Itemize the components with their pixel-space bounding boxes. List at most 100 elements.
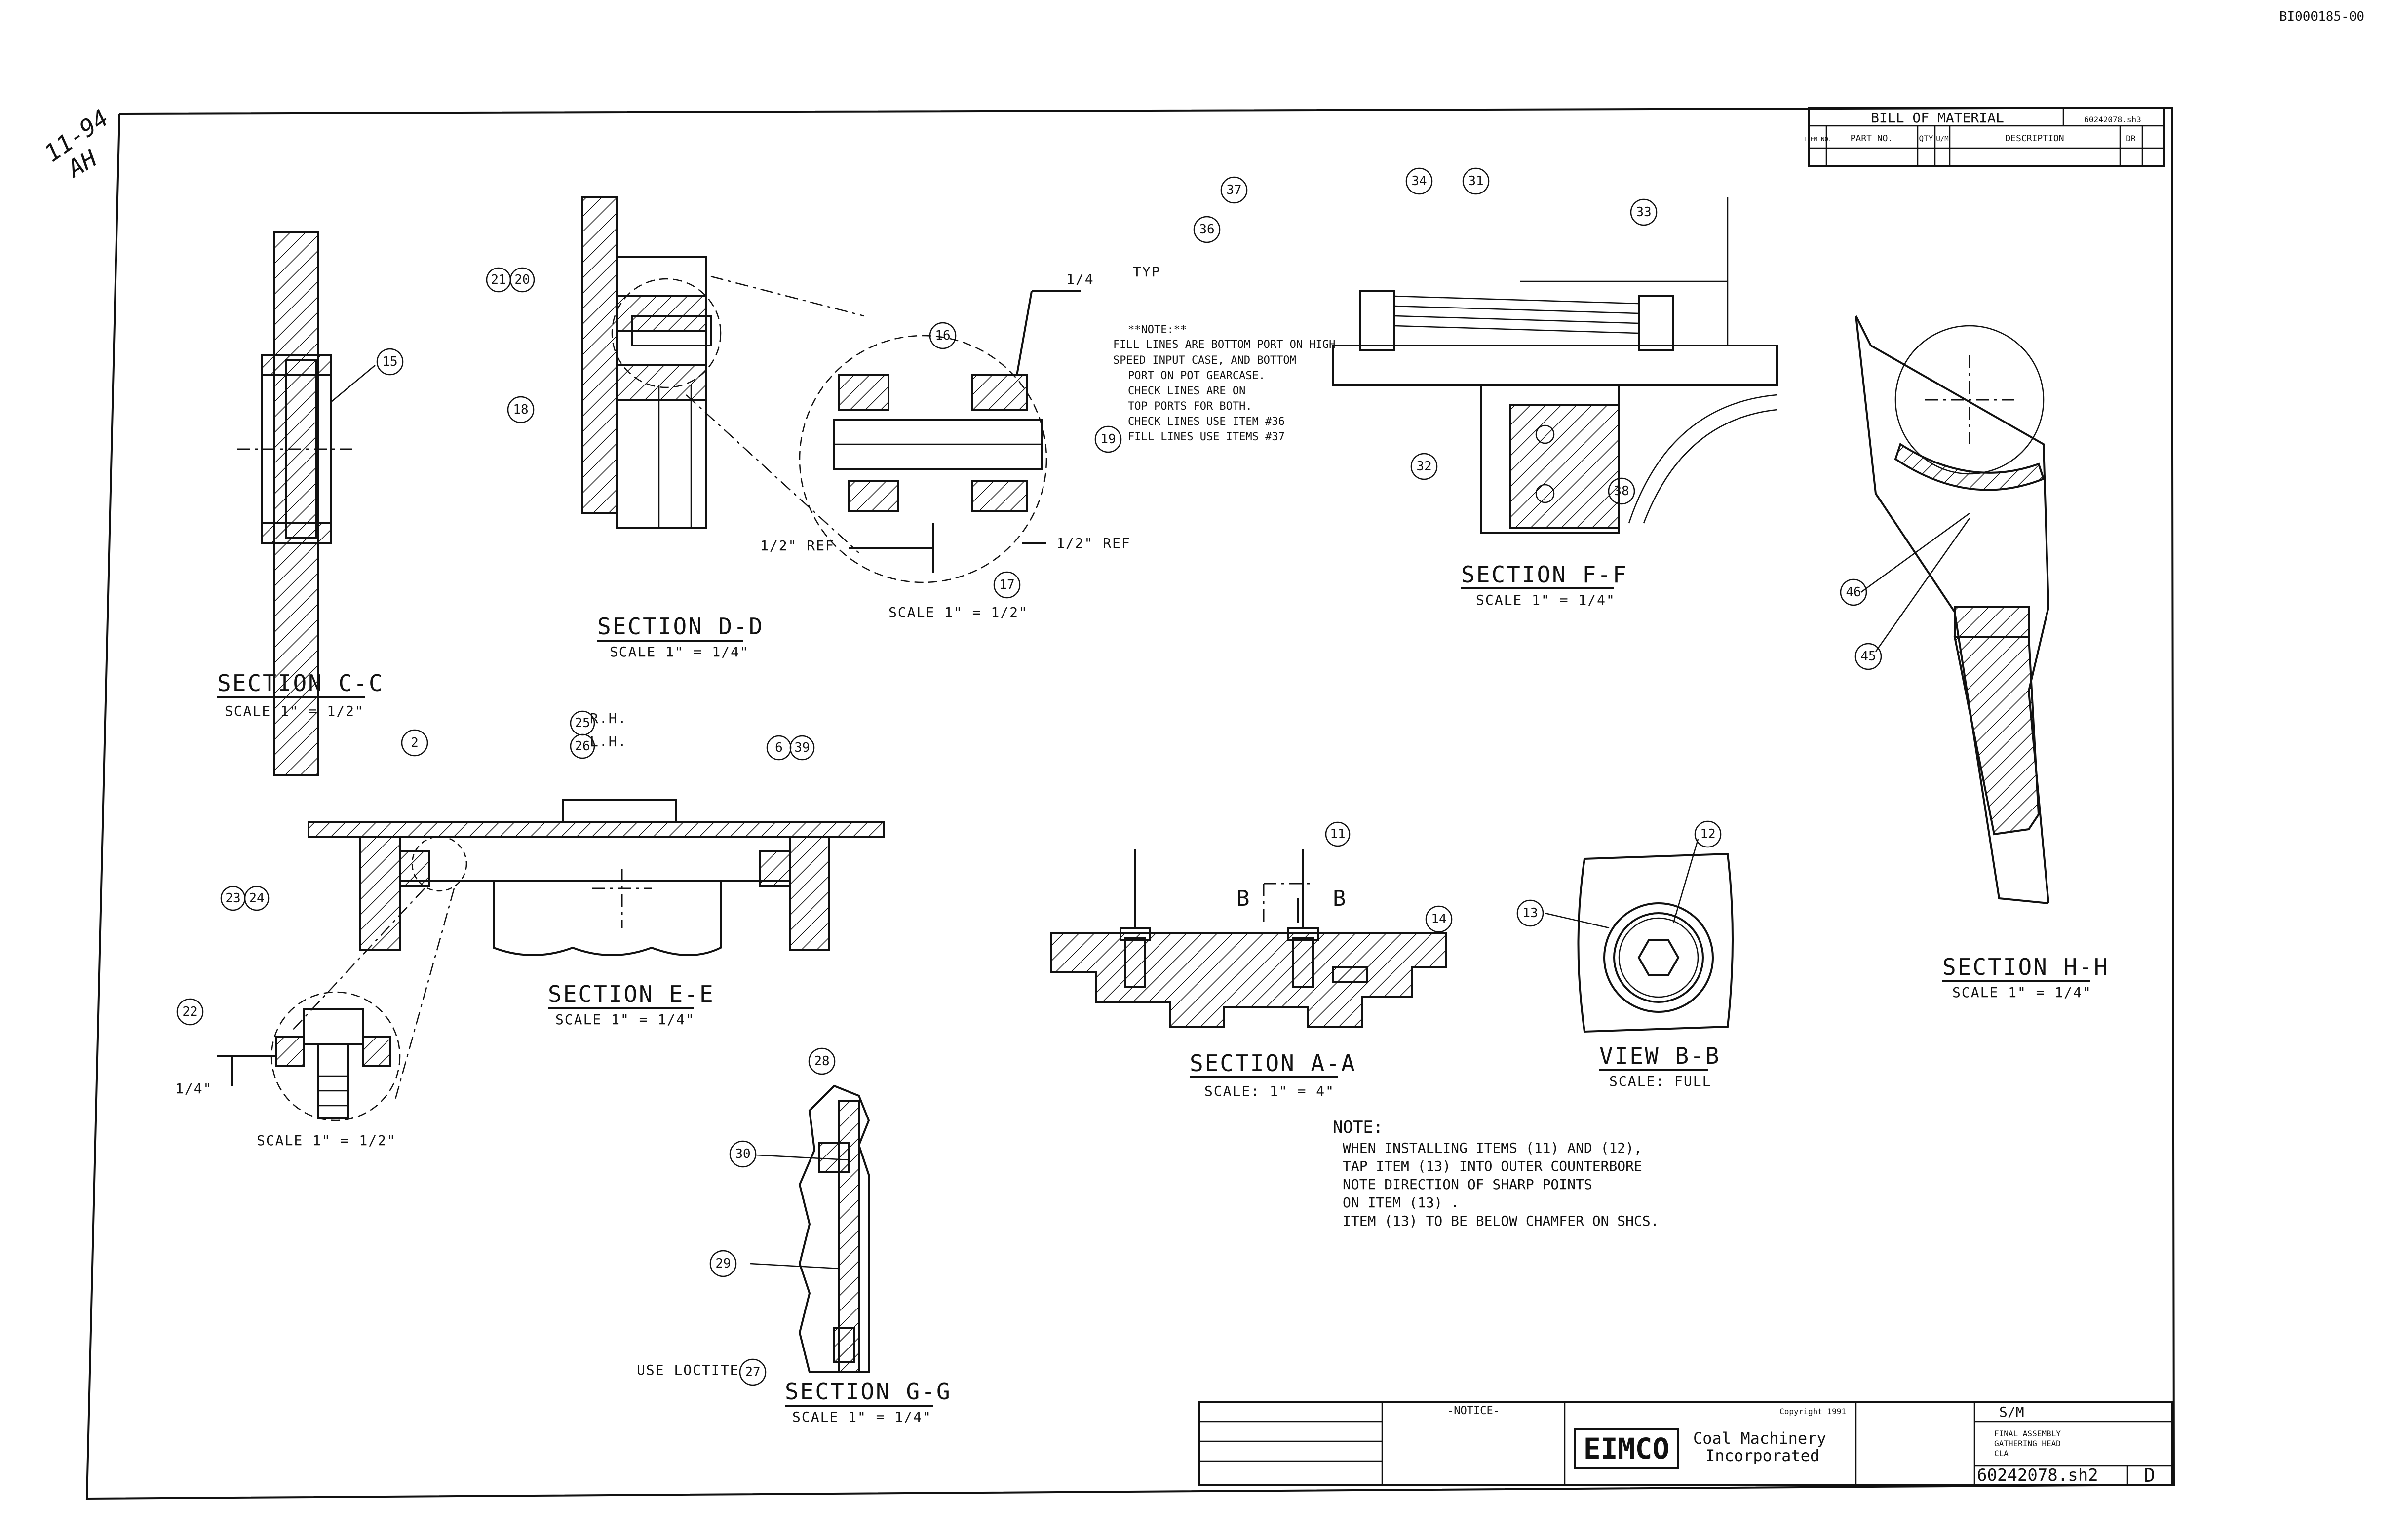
callout-number: 29 <box>715 1256 731 1271</box>
callout-number: 18 <box>513 402 528 417</box>
drawing-border <box>85 106 2175 1500</box>
fill-note-line: **NOTE:** <box>1128 324 1187 336</box>
drawing-number: 60242078.sh2 <box>1977 1465 2098 1485</box>
bom-title: BILL OF MATERIAL <box>1871 110 2004 126</box>
callout-number: 28 <box>814 1054 829 1069</box>
callout-number: 19 <box>1100 432 1116 447</box>
bom-header-um: U/M <box>1936 135 1948 143</box>
callout-number: 2 <box>411 735 419 750</box>
callout-number: 12 <box>1700 827 1715 842</box>
section-g-g-title: SECTION G-G <box>785 1378 952 1405</box>
section-g-g-scale: SCALE 1" = 1/4" <box>792 1409 932 1425</box>
section-g-g <box>750 1084 870 1373</box>
section-c-c <box>237 231 376 776</box>
section-h-h-scale: SCALE 1" = 1/4" <box>1952 984 2092 1001</box>
notice-heading: -NOTICE- <box>1447 1405 1500 1417</box>
callout-number: 33 <box>1636 205 1651 220</box>
detail-e-e-scale: SCALE 1" = 1/2" <box>257 1132 396 1149</box>
section-c-c-scale: SCALE 1" = 1/2" <box>225 703 364 719</box>
view-b-b-title: VIEW B-B <box>1599 1042 1721 1069</box>
section-f-f <box>1332 197 1778 534</box>
section-d-d-scale: SCALE 1" = 1/4" <box>610 644 749 660</box>
callout-number: 15 <box>382 354 397 369</box>
note-line: WHEN INSTALLING ITEMS (11) AND (12), <box>1343 1140 1642 1156</box>
fill-note-line: FILL LINES USE ITEMS #37 <box>1128 431 1285 443</box>
section-a-a-title: SECTION A-A <box>1190 1050 1356 1077</box>
weld-typ: TYP <box>1133 264 1161 280</box>
callout-number: 24 <box>249 891 264 906</box>
section-d-d-title: SECTION D-D <box>597 613 764 640</box>
view-b-marker-right: B <box>1333 886 1346 911</box>
bill-of-material: BILL OF MATERIAL 60242078.sh3 ITEM NO. P… <box>1803 107 2165 167</box>
callout-number: 11 <box>1330 827 1345 842</box>
section-e-e-rh: R.H. <box>590 710 627 727</box>
bom-header-dr: DR <box>2126 134 2136 143</box>
fill-lines-note: **NOTE:** FILL LINES ARE BOTTOM PORT ON … <box>1113 324 1335 443</box>
sheet-size: S/M <box>1999 1404 2024 1420</box>
detail-d-d-ref-left: 1/2" REF <box>760 538 835 554</box>
note-line: NOTE DIRECTION OF SHARP POINTS <box>1343 1176 1592 1193</box>
section-d-d <box>581 196 864 553</box>
callout-number: 25 <box>575 716 590 731</box>
callout-number: 21 <box>491 272 506 287</box>
callout-number: 13 <box>1522 906 1538 921</box>
detail-d-d-scale: SCALE 1" = 1/2" <box>888 604 1028 620</box>
callout-number: 36 <box>1199 222 1214 237</box>
bom-dwg-no: 60242078.sh3 <box>2084 115 2141 124</box>
note-line: ON ITEM (13) . <box>1343 1194 1459 1211</box>
callout-number: 37 <box>1226 183 1241 197</box>
callout-number: 34 <box>1411 174 1427 189</box>
section-a-a <box>1050 849 1447 1028</box>
callout-balloons: 15 21 20 18 16 19 17 37 36 34 31 33 32 3… <box>176 167 1882 1386</box>
bom-header-description: DESCRIPTION <box>2005 133 2064 144</box>
fill-note-line: FILL LINES ARE BOTTOM PORT ON HIGH <box>1113 339 1335 351</box>
fill-note-line: CHECK LINES USE ITEM #36 <box>1128 416 1285 428</box>
callout-number: 16 <box>935 328 950 343</box>
section-e-e <box>291 799 885 1101</box>
callout-number: 6 <box>775 740 783 755</box>
callout-number: 22 <box>182 1004 197 1019</box>
callout-number: 26 <box>575 739 590 754</box>
callout-number: 20 <box>514 272 530 287</box>
callout-number: 32 <box>1416 459 1431 474</box>
bom-header-item: ITEM NO. <box>1803 136 1832 143</box>
detail-d-d-ref-right: 1/2" REF <box>1056 535 1131 551</box>
callout-number: 30 <box>735 1147 750 1161</box>
note-line: NOTE: <box>1333 1117 1383 1137</box>
callout-number: 39 <box>794 740 810 755</box>
copyright: Copyright 1991 <box>1779 1407 1846 1416</box>
callout-number: 45 <box>1860 649 1876 664</box>
detail-e-e <box>217 991 401 1121</box>
fill-note-line: TOP PORTS FOR BOTH. <box>1128 400 1252 413</box>
section-h-h <box>1855 315 2050 904</box>
note-line: TAP ITEM (13) INTO OUTER COUNTERBORE <box>1343 1158 1642 1174</box>
section-e-e-title: SECTION E-E <box>548 981 715 1007</box>
note-line: ITEM (13) TO BE BELOW CHAMFER ON SHCS. <box>1343 1213 1659 1229</box>
fill-note-line: PORT ON POT GEARCASE. <box>1128 370 1265 382</box>
section-h-h-title: SECTION H-H <box>1942 954 2109 980</box>
section-f-f-title: SECTION F-F <box>1461 561 1628 588</box>
callout-number: 23 <box>225 891 240 906</box>
drawing-title-line3: CLA <box>1994 1449 2009 1458</box>
weld-size: 1/4 <box>1066 271 1094 287</box>
company-name-line2: Incorporated <box>1705 1446 1819 1465</box>
callout-number: 14 <box>1431 912 1446 926</box>
section-f-f-scale: SCALE 1" = 1/4" <box>1476 592 1616 608</box>
section-a-a-scale: SCALE: 1" = 4" <box>1204 1083 1335 1099</box>
fill-note-line: SPEED INPUT CASE, AND BOTTOM <box>1113 354 1296 367</box>
installation-note: NOTE: WHEN INSTALLING ITEMS (11) AND (12… <box>1333 1117 1659 1229</box>
drawing-title-line2: GATHERING HEAD <box>1994 1439 2061 1448</box>
loctite-note: USE LOCTITE <box>637 1362 739 1378</box>
fill-note-line: CHECK LINES ARE ON <box>1128 385 1245 397</box>
section-c-c-title: SECTION C-C <box>217 670 384 696</box>
view-b-b-scale: SCALE: FULL <box>1609 1073 1711 1089</box>
view-b-marker-left: B <box>1236 886 1250 911</box>
company-name-line1: Coal Machinery <box>1693 1429 1826 1448</box>
view-b-b <box>1545 839 1734 1033</box>
detail-e-e-dim: 1/4" <box>175 1080 212 1097</box>
bom-header-part: PART NO. <box>1851 133 1893 144</box>
section-e-e-lh: L.H. <box>590 733 627 750</box>
callout-number: 27 <box>745 1365 760 1380</box>
callout-number: 17 <box>999 578 1014 592</box>
